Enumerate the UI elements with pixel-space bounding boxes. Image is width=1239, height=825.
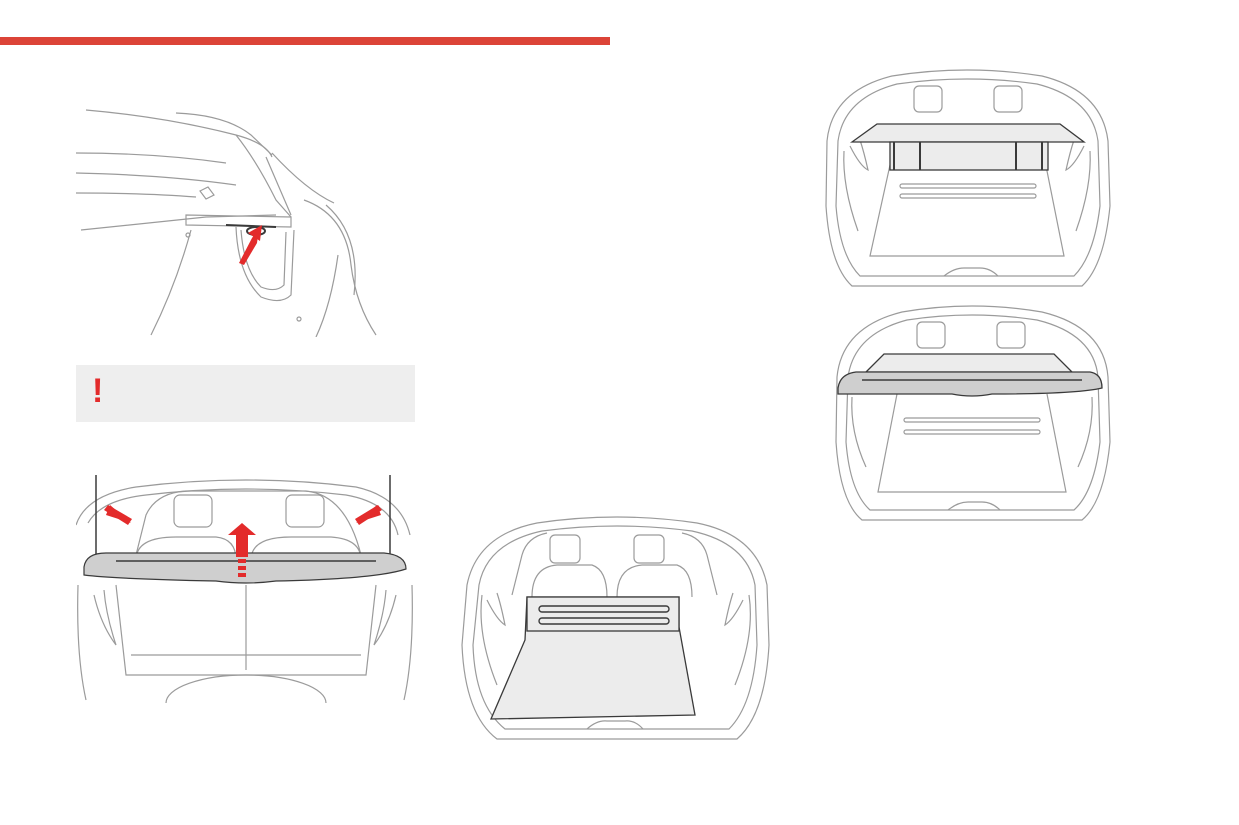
exclamation-mark-icon: ! [92,372,104,410]
warning-box: ! [76,365,415,422]
header-accent-bar [0,37,610,45]
tailgate-strap-anchor-illustration-icon [76,105,382,337]
shelf-vertical-storage-illustration-icon [822,66,1112,291]
boot-floor-panel-illustration-icon [457,515,775,743]
parcel-shelf-lift-illustration-icon [76,475,414,703]
shelf-horizontal-storage-illustration-icon [832,302,1112,525]
